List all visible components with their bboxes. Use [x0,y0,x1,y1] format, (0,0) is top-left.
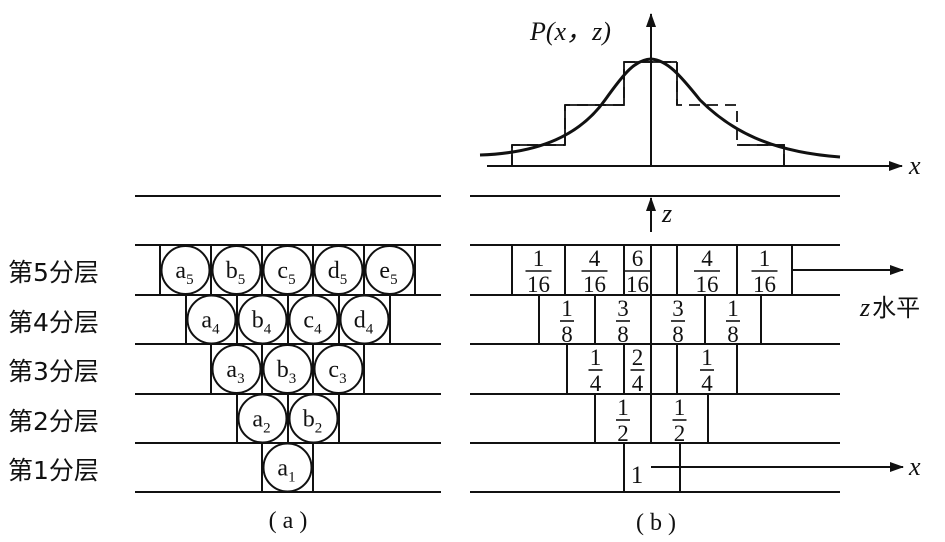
panel-a-circle-a3 [211,344,262,394]
panel-b-fraction-denominator: 8 [727,322,739,347]
panel-a-circle-label-a4: a4 [201,308,220,338]
panel-b-table: z z水平 x 11641661641611618383818142414121… [470,195,921,536]
panel-a-circle-a1 [262,442,313,493]
panel-b-fraction-denominator: 2 [674,421,686,446]
panel-b-caption: ( b ) [636,510,676,536]
panel-a-circle-label-a3: a3 [226,357,244,387]
panel-b-z-axis-label: z [661,199,672,228]
panel-b-fraction-numerator: 3 [617,296,629,321]
panel-b-fraction-denominator: 4 [632,371,644,396]
panel-b-fraction-numerator: 2 [632,345,644,370]
panel-b-fraction-denominator: 8 [561,322,573,347]
panel-a-circle-label-b2: b2 [303,407,323,437]
panel-a: a5 b5 c5 d5 e5 a4 b4 c4 d4 a3 b3 c3 a2 b2 a1 ( a ) [135,195,441,534]
panel-b-fraction-denominator: 16 [527,272,550,297]
panel-b-fraction-numerator: 1 [533,246,545,271]
panel-b-histogram-solid [511,61,785,166]
panel-b-fraction-denominator: 8 [672,322,684,347]
panel-b-z-level-text: 水平 [872,294,920,322]
panel-a-circle-a4 [186,294,237,345]
panel-b-histogram-dashed [511,61,785,166]
panel-a-circle-c4 [288,294,339,345]
panel-b-fraction-numerator: 1 [590,345,602,370]
panel-b-fraction-numerator: 6 [632,246,644,271]
panel-b-fraction-numerator: 1 [617,395,629,420]
panel-a-circle-c5 [262,245,313,295]
panel-a-circle-label-c5: c5 [277,258,295,288]
panel-a-circle-c3 [313,344,364,394]
panel-b-fraction-denominator: 16 [753,272,776,297]
panel-a-circle-label-b3: b3 [277,357,297,387]
panel-a-cells: a5 b5 c5 d5 e5 a4 b4 c4 d4 a3 b3 c3 a2 b2 a1 [159,245,416,493]
layer-label-4: 第4分层 [8,308,99,337]
panel-b-curve-label: P(x，z) [529,17,611,46]
panel-b-fraction-numerator: 1 [561,296,573,321]
panel-a-circle-label-a2: a2 [252,407,270,437]
panel-b-cell-value: 1 [631,462,644,489]
panel-a-circle-label-b4: b4 [252,308,272,338]
panel-b-fraction-numerator: 4 [589,246,601,271]
panel-a-circle-label-a5: a5 [175,258,193,288]
layer-label-5: 第5分层 [8,258,99,287]
panel-b-fraction-denominator: 4 [590,371,602,396]
panel-a-circle-label-e5: e5 [379,258,397,288]
panel-b-fraction-numerator: 3 [672,296,684,321]
panel-b-fraction-denominator: 16 [583,272,606,297]
panel-b-fraction-numerator: 1 [701,345,713,370]
panel-b-fraction-denominator: 4 [701,371,713,396]
layer-label-2: 第2分层 [8,407,99,436]
panel-a-circle-label-b5: b5 [226,258,246,288]
panel-a-circle-b5 [211,245,262,295]
panel-b-curve-plot: P(x，z) x [479,13,921,180]
panel-a-circle-d4 [339,294,390,345]
panel-b-bottom-x-label: x [908,452,921,481]
panel-a-circle-label-d4: d4 [354,308,374,338]
panel-a-circle-e5 [364,245,415,295]
panel-a-circle-b3 [262,344,313,394]
panel-b-z-level-label: z水平 [859,293,920,322]
panel-a-circle-label-c4: c4 [303,308,322,338]
panel-a-circle-a2 [237,393,288,444]
panel-a-circle-d5 [313,245,364,295]
panel-b-fraction-denominator: 16 [696,272,719,297]
panel-b-fraction-numerator: 1 [674,395,686,420]
panel-a-circle-a5 [160,245,211,295]
panel-a-circle-b4 [237,294,288,345]
panel-b-x-axis-label: x [908,151,921,180]
panel-b-fraction-denominator: 16 [626,272,649,297]
panel-b-fraction-denominator: 8 [617,322,629,347]
layer-label-1: 第1分层 [8,456,99,485]
panel-b-fraction-numerator: 4 [701,246,713,271]
layer-label-3: 第3分层 [8,357,99,386]
panel-a-circle-label-d5: d5 [328,258,348,288]
panel-b-density-curve [479,57,841,159]
panel-a-circle-b2 [288,393,339,444]
panel-b-fraction-numerator: 1 [759,246,771,271]
panel-b-fraction-denominator: 2 [617,421,629,446]
panel-a-caption: ( a ) [269,508,308,534]
panel-a-circle-label-c3: c3 [328,357,346,387]
panel-a-circle-label-a1: a1 [277,456,295,486]
panel-b-fraction-numerator: 1 [727,296,739,321]
